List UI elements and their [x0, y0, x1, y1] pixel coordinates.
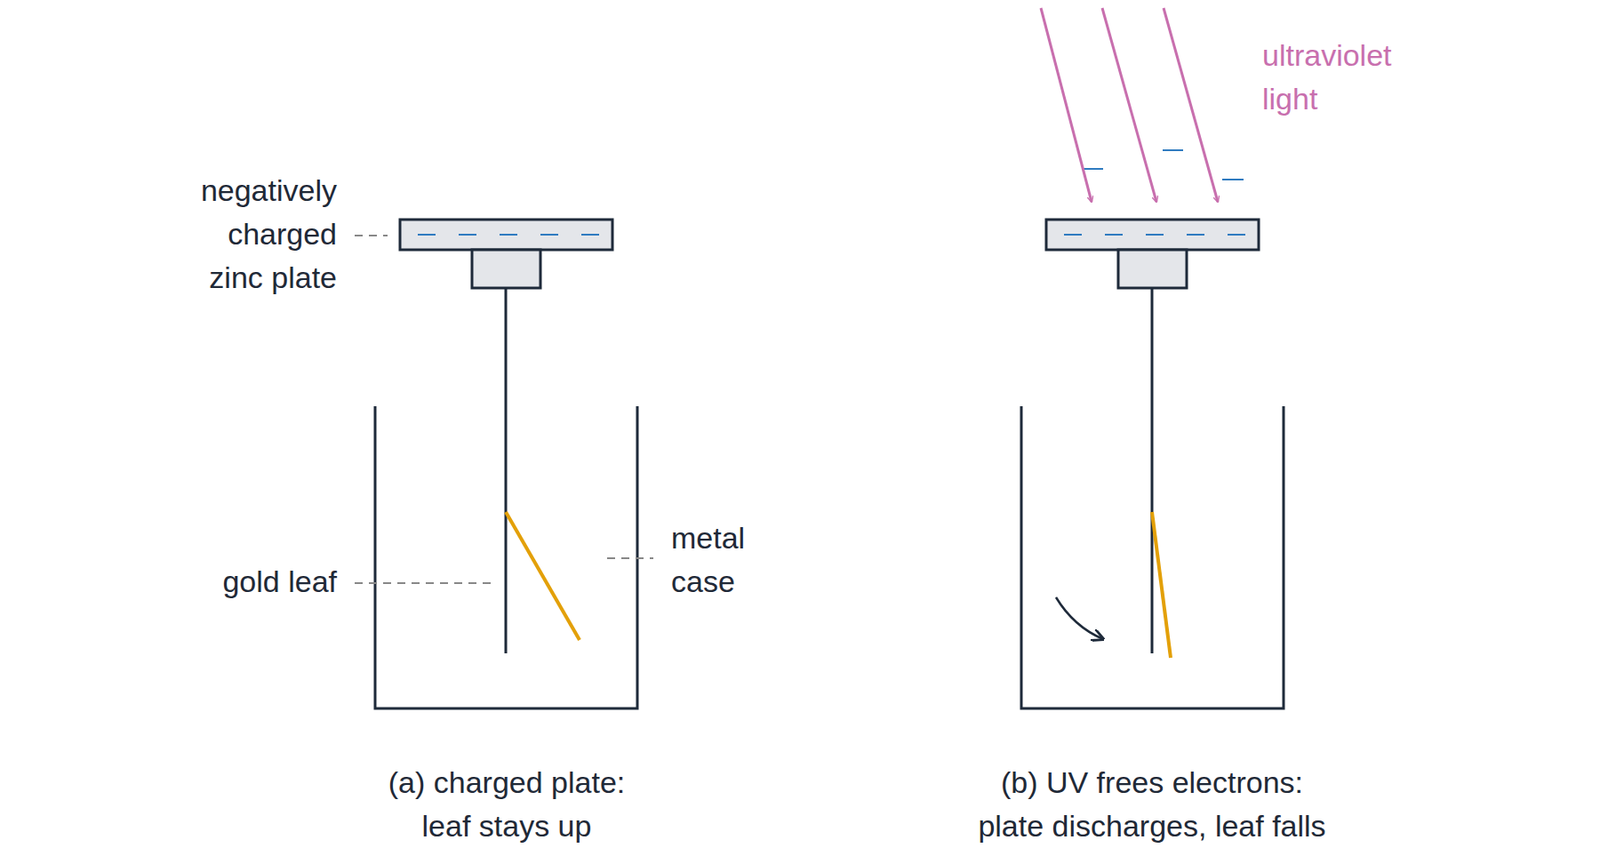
uv-rays	[1040, 8, 1218, 202]
plate-charges-a	[417, 233, 600, 236]
gold-leaf-a	[505, 512, 580, 640]
plate-charges-b	[1064, 233, 1246, 236]
electroscope-a	[375, 219, 638, 709]
panel-caption: (a) charged plate: leaf stays up	[373, 760, 640, 848]
part-label: negatively charged zinc plate	[181, 168, 337, 300]
part-label: metal case	[671, 516, 769, 604]
gold-leaf-b	[1152, 512, 1171, 658]
electroscope-b	[1021, 219, 1284, 709]
light-label: ultraviolet light	[1262, 33, 1414, 121]
freed-electrons	[1081, 150, 1244, 180]
panel-caption: (b) UV frees electrons: plate discharges…	[968, 760, 1336, 848]
fall-arrow	[1056, 597, 1104, 640]
leader-lines	[354, 235, 654, 584]
part-label: gold leaf	[222, 560, 337, 604]
